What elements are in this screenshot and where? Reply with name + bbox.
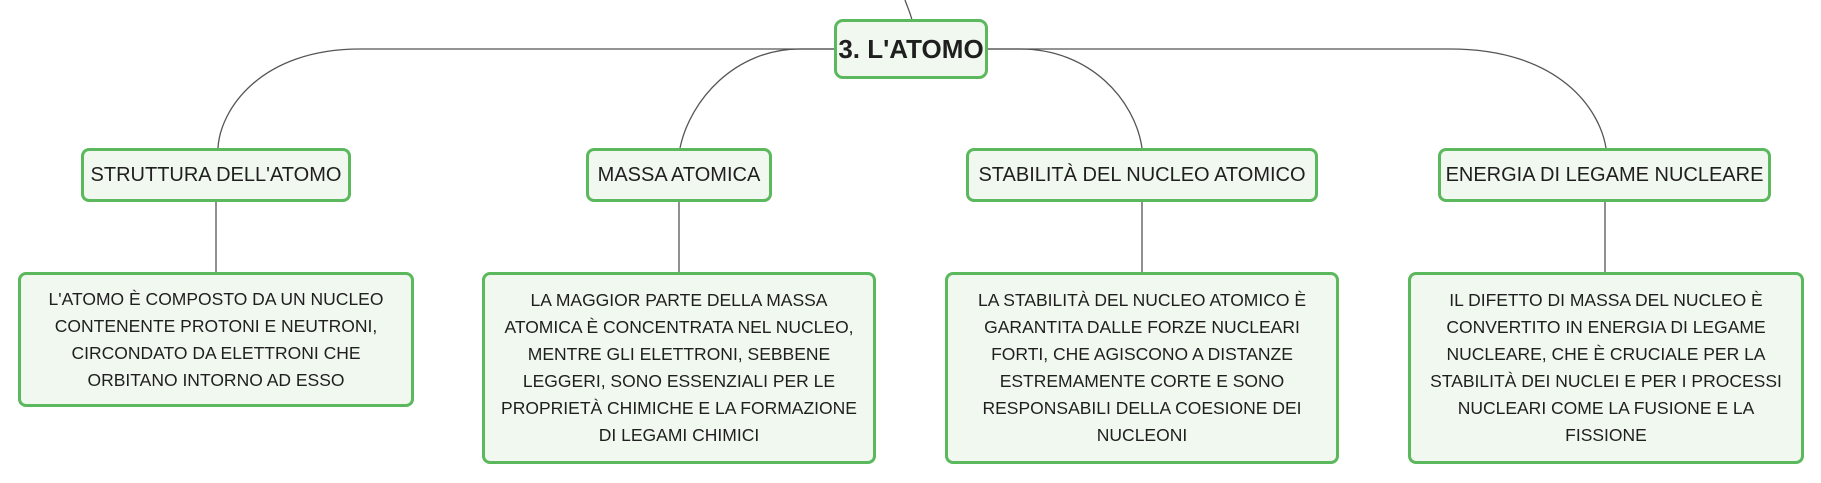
branch-node-stabilita[interactable]: STABILITÀ DEL NUCLEO ATOMICO [966,148,1318,202]
leaf-node-massa[interactable]: LA MAGGIOR PARTE DELLA MASSA ATOMICA È C… [482,272,876,464]
leaf-text: LA STABILITÀ DEL NUCLEO ATOMICO È GARANT… [977,290,1307,445]
connector-root-branch-2 [679,48,836,149]
leaf-node-stabilita[interactable]: LA STABILITÀ DEL NUCLEO ATOMICO È GARANT… [945,272,1339,464]
branch-title: ENERGIA DI LEGAME NUCLEARE [1445,163,1764,186]
leaf-node-struttura[interactable]: L'ATOMO È COMPOSTO DA UN NUCLEO CONTENEN… [18,272,414,407]
leaf-node-energia[interactable]: IL DIFETTO DI MASSA DEL NUCLEO È CONVERT… [1408,272,1804,464]
branch-node-massa[interactable]: MASSA ATOMICA [586,148,772,202]
branch-title: STABILITÀ DEL NUCLEO ATOMICO [978,163,1306,186]
root-label: 3. L'ATOMO [838,33,984,64]
leaf-text: IL DIFETTO DI MASSA DEL NUCLEO È CONVERT… [1430,290,1782,445]
branch-node-struttura[interactable]: STRUTTURA DELL'ATOMO [81,148,351,202]
leaf-text: L'ATOMO È COMPOSTO DA UN NUCLEO CONTENEN… [48,288,384,390]
root-node[interactable]: 3. L'ATOMO [834,19,988,79]
connector-root-branch-1 [217,48,836,149]
leaf-text: LA MAGGIOR PARTE DELLA MASSA ATOMICA È C… [501,290,857,445]
branch-title: MASSA ATOMICA [597,163,761,186]
branch-title: STRUTTURA DELL'ATOMO [90,163,342,186]
connector-root-branch-4 [986,48,1607,149]
connector-root-branch-3 [986,48,1143,149]
branch-node-energia[interactable]: ENERGIA DI LEGAME NUCLEARE [1438,148,1771,202]
connector-parent [904,0,913,21]
